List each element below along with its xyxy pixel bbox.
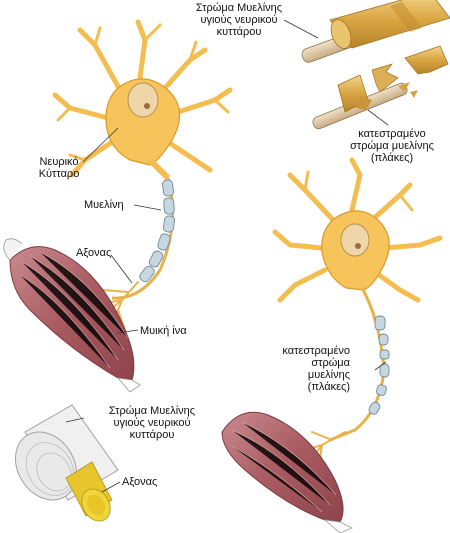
- leader-lines: [65, 19, 389, 493]
- label-nerve-cell: Νευρικό Κύτταρο: [38, 156, 80, 180]
- right-neuron-nucleolus: [355, 243, 361, 249]
- left-neuron-cell-body: [105, 78, 181, 166]
- label-axon-bottom: Αξονας: [122, 476, 158, 488]
- label-muscle-fiber: Μυική ίνα: [140, 325, 187, 337]
- left-neuron-nucleolus: [144, 103, 150, 109]
- label-damaged-myelin-top: κατεστραμένο στρώμα μυελίνης (πλάκες): [350, 128, 434, 164]
- label-myelin: Μυελίνη: [84, 199, 124, 211]
- label-healthy-myelin-bottom: Στρώμα Μυελίνης υγιούς νευρικού κυττάρου: [108, 405, 196, 441]
- left-axon-hillock: [147, 157, 171, 181]
- left-neuron-dendrites: [52, 19, 233, 178]
- myelin-sheath-cross-section: [15, 404, 119, 522]
- damaged-myelin-cylinder: [312, 45, 449, 130]
- right-neuron-nucleus: [340, 223, 370, 257]
- label-damaged-myelin-right: κατεστραμένο στρώμα μυελίνης (πλάκες): [282, 345, 350, 393]
- right-neuron-dendrites: [272, 157, 443, 303]
- label-healthy-myelin-top: Στρώμα Μυελίνης υγιούς νευρικού κυττάρου: [195, 2, 283, 38]
- label-axon: Αξονας: [76, 247, 112, 259]
- left-axon-myelin: [111, 177, 175, 300]
- healthy-myelin-cylinder: [301, 0, 450, 63]
- left-neuron-nucleus: [127, 82, 159, 118]
- right-axon-damaged-myelin: [329, 287, 390, 442]
